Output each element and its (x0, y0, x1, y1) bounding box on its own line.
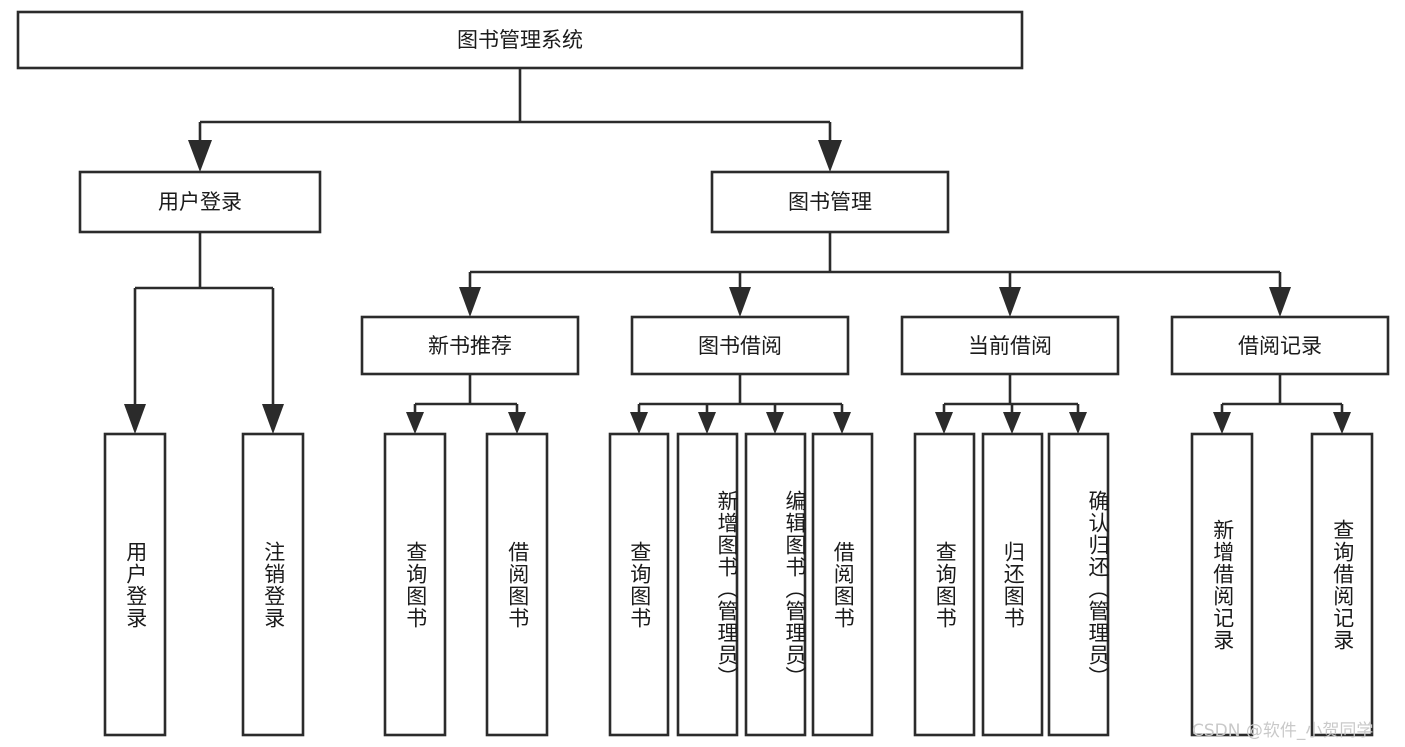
node-new-book-recommend-label: 新书推荐 (428, 334, 512, 358)
node-leaf-query-book-1-box[interactable] (383, 432, 447, 737)
arrow-head-icon (124, 404, 146, 434)
arrow-head-icon (1003, 412, 1021, 434)
node-book-borrow[interactable]: 图书借阅 (630, 315, 850, 376)
node-leaf-return-book-box[interactable] (981, 432, 1044, 737)
node-current-borrow-box[interactable] (900, 315, 1120, 376)
arrow-head-icon (935, 412, 953, 434)
arrow-head-icon (508, 412, 526, 434)
node-leaf-borrow-book-2-box[interactable] (811, 432, 874, 737)
node-leaf-add-book-box[interactable] (676, 432, 739, 737)
node-leaf-user-login-box[interactable] (103, 432, 167, 737)
node-book-borrow-label: 图书借阅 (698, 334, 782, 358)
node-leaf-edit-book-box[interactable] (744, 432, 807, 737)
node-current-borrow-label: 当前借阅 (968, 334, 1052, 358)
arrow-head-icon (188, 140, 212, 172)
node-leaf-query-borrow-record-box[interactable] (1310, 432, 1374, 737)
arrow-head-icon (459, 287, 481, 317)
node-leaf-query-book-2-box[interactable] (608, 432, 670, 737)
node-user-login-label: 用户登录 (158, 190, 242, 214)
arrow-head-icon (766, 412, 784, 434)
node-root-label: 图书管理系统 (457, 28, 583, 52)
node-root-box[interactable] (16, 10, 1024, 70)
arrow-head-icon (1269, 287, 1291, 317)
node-borrow-record-box[interactable] (1170, 315, 1390, 376)
node-current-borrow[interactable]: 当前借阅 (900, 315, 1120, 376)
arrow-heads (124, 140, 1351, 434)
arrow-head-icon (262, 404, 284, 434)
node-book-manage-label: 图书管理 (788, 190, 872, 214)
node-leaf-user-logout-box[interactable] (241, 432, 305, 737)
leaf-nodes[interactable] (103, 432, 1374, 737)
arrow-head-icon (630, 412, 648, 434)
arrow-head-icon (1069, 412, 1087, 434)
node-book-manage[interactable]: 图书管理 (710, 170, 950, 234)
node-borrow-record[interactable]: 借阅记录 (1170, 315, 1390, 376)
node-leaf-query-book-3-box[interactable] (913, 432, 976, 737)
node-new-book-recommend-box[interactable] (360, 315, 580, 376)
node-book-manage-box[interactable] (710, 170, 950, 234)
node-leaf-confirm-return-box[interactable] (1047, 432, 1110, 737)
arrow-head-icon (1333, 412, 1351, 434)
csdn-watermark: CSDN @软件_小贺同学 (1192, 721, 1374, 741)
connectors (133, 68, 1344, 412)
node-leaf-add-borrow-record-box[interactable] (1190, 432, 1254, 737)
arrow-head-icon (729, 287, 751, 317)
node-user-login-box[interactable] (78, 170, 322, 234)
node-book-borrow-box[interactable] (630, 315, 850, 376)
arrow-head-icon (833, 412, 851, 434)
node-root[interactable]: 图书管理系统 (16, 10, 1024, 70)
arrow-head-icon (406, 412, 424, 434)
arrow-head-icon (818, 140, 842, 172)
node-user-login[interactable]: 用户登录 (78, 170, 322, 234)
node-leaf-borrow-book-1-box[interactable] (485, 432, 549, 737)
node-new-book-recommend[interactable]: 新书推荐 (360, 315, 580, 376)
arrow-head-icon (999, 287, 1021, 317)
node-borrow-record-label: 借阅记录 (1238, 334, 1322, 358)
arrow-head-icon (1213, 412, 1231, 434)
arrow-head-icon (698, 412, 716, 434)
